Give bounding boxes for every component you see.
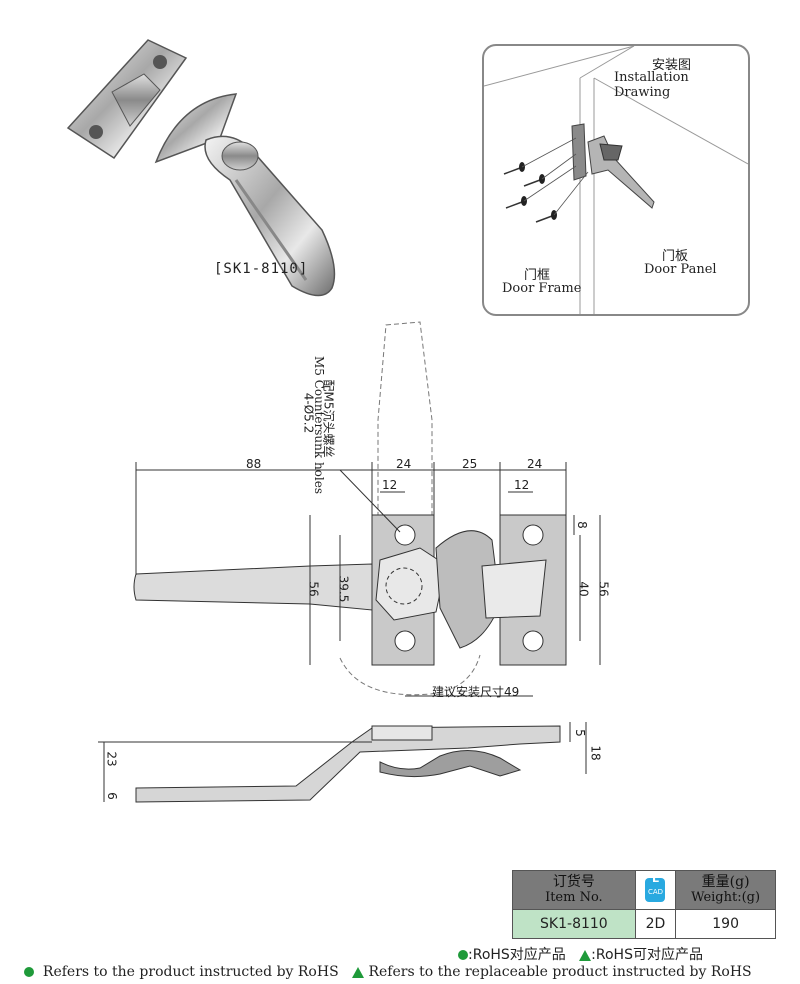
product-label: [SK1-8110] xyxy=(214,261,309,277)
dim-88: 88 xyxy=(246,457,262,471)
door-panel-zh: 门板 xyxy=(662,249,689,264)
weight-en: Weight:(g) xyxy=(691,890,761,905)
product-photo xyxy=(66,39,336,297)
spec-table: 订货号 Item No. L CAD 重量(g) Weight:(g) SK1-… xyxy=(512,870,776,939)
front-view-drawing xyxy=(133,321,601,697)
dim-6: 6 xyxy=(104,792,119,800)
holes-spec-3: M5 Countersunk holes xyxy=(312,355,327,495)
rohs-triangle-icon xyxy=(352,966,365,978)
weight-header: 重量(g) Weight:(g) xyxy=(675,870,776,910)
weight-zh: 重量(g) xyxy=(701,874,750,890)
side-view-drawing xyxy=(98,722,587,803)
rohs-zh-text: :RoHS对应产品 xyxy=(468,947,566,963)
rohs-replace-zh-text: :RoHS可对应产品 xyxy=(591,947,703,963)
dim-56-left: 56 xyxy=(306,581,321,597)
dim-25: 25 xyxy=(462,457,478,471)
rohs-dot-icon xyxy=(24,967,34,977)
installation-drawing-panel: 安装图 Installation Drawing 门框 Door Frame 门… xyxy=(482,44,750,316)
cad-label: CAD xyxy=(647,888,664,896)
dim-12a: 12 xyxy=(382,478,398,492)
cad-header: L CAD xyxy=(634,870,677,910)
rohs-note-zh: :RoHS对应产品 :RoHS可对应产品 xyxy=(458,944,703,964)
dim-18: 18 xyxy=(588,745,603,761)
dim-39-5: 39.5 xyxy=(336,575,351,603)
dim-23: 23 xyxy=(104,751,119,767)
installation-sketch xyxy=(484,46,748,314)
rohs-en-text: Refers to the product instructed by RoHS xyxy=(42,964,339,980)
item-no-zh: 订货号 xyxy=(552,874,595,890)
install-title-en: Installation Drawing xyxy=(614,70,689,100)
item-no-value: SK1-8110 xyxy=(512,909,636,939)
dim-24b: 24 xyxy=(527,457,543,471)
holes-note: 4-Ø5.2 配M5沉头螺丝 M5 Countersunk holes xyxy=(301,356,370,494)
door-panel-en: Door Panel xyxy=(644,262,717,277)
cad-icon: L CAD xyxy=(645,873,666,902)
door-frame-zh: 门框 xyxy=(524,268,551,283)
door-frame-en: Door Frame xyxy=(502,281,582,296)
cad-value: 2D xyxy=(634,909,677,939)
item-no-en: Item No. xyxy=(545,890,603,905)
rohs-note-en: Refers to the product instructed by RoHS… xyxy=(24,964,752,980)
rohs-dot-icon xyxy=(458,950,468,960)
item-no-header: 订货号 Item No. xyxy=(512,870,636,910)
dim-40: 40 xyxy=(576,581,591,597)
dim-5: 5 xyxy=(572,729,587,737)
install-title-zh: 安装图 xyxy=(652,58,692,73)
recommend-dim: 建议安装尺寸49 xyxy=(432,685,520,699)
weight-value: 190 xyxy=(675,909,776,939)
dim-24a: 24 xyxy=(396,457,412,471)
dim-12b: 12 xyxy=(514,478,530,492)
dim-56-right: 56 xyxy=(596,581,611,597)
dim-8: 8 xyxy=(574,521,589,529)
rohs-replace-en-text: Refers to the replaceable product instru… xyxy=(368,964,752,980)
rohs-triangle-icon xyxy=(579,949,592,961)
